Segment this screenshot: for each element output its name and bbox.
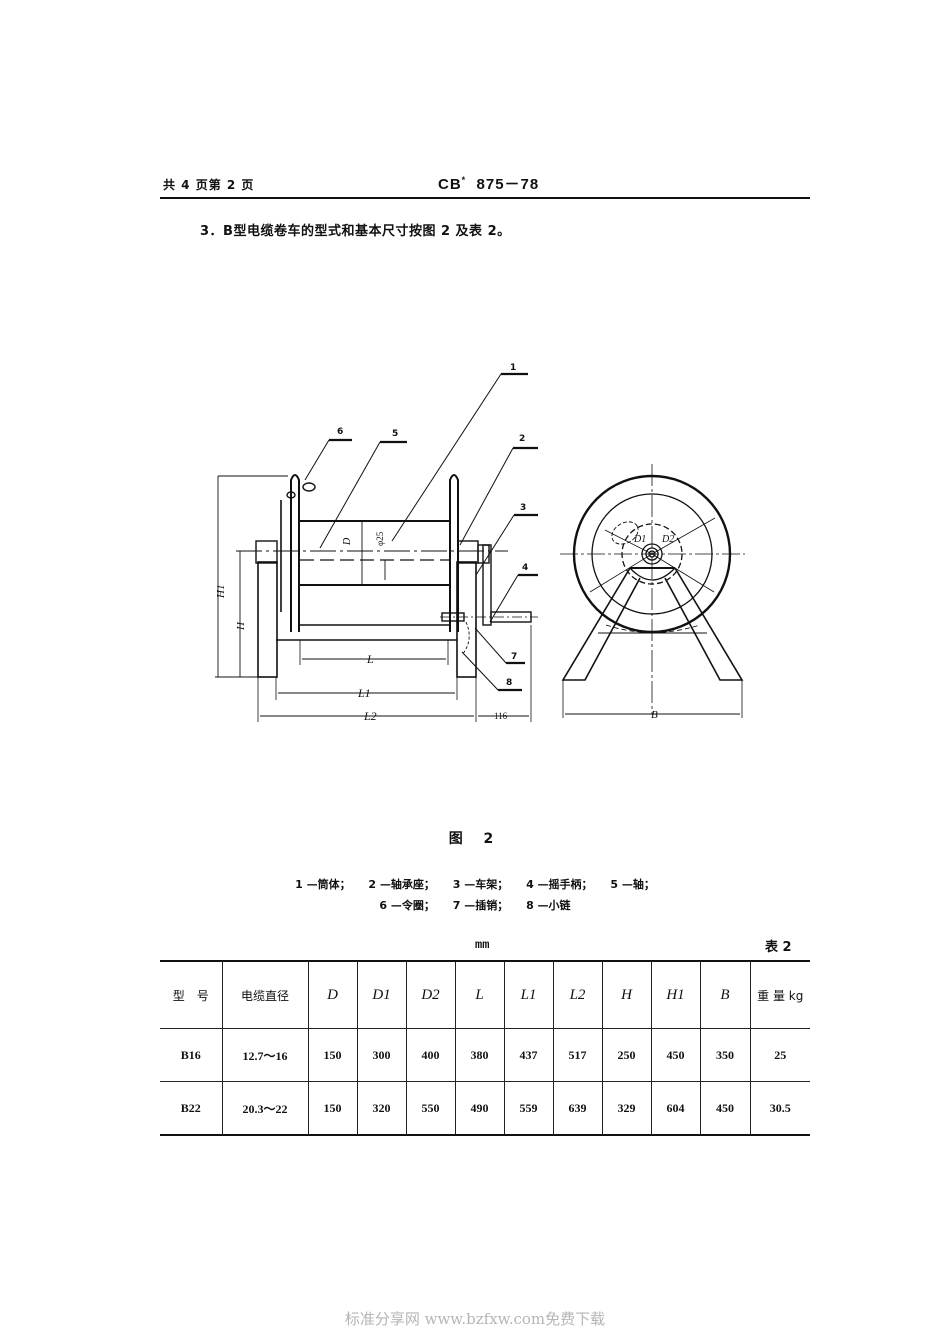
callout-8: 8 [506,678,512,688]
cell-L1: 437 [503,1028,554,1082]
figure-legend-row-1: 1 —筒体； 2 —轴承座； 3 —车架； 4 —摇手柄； 5 —轴； [0,876,950,892]
cell-L: 380 [454,1028,505,1082]
cell-D2: 400 [405,1028,456,1082]
cell-L2: 639 [552,1081,603,1135]
page-info: 共 4 页第 2 页 [163,178,255,192]
cell-D2: 550 [405,1081,456,1135]
cell-H1: 604 [650,1081,701,1135]
cell-cable-diameter: 12.7～16 [221,1028,309,1082]
col-B: B [699,961,751,1029]
cell-L2: 517 [552,1028,603,1082]
table-label: 表 2 [765,940,792,955]
col-D: D [307,961,358,1029]
legend-item: 4 —摇手柄； [526,878,593,891]
cell-cable-diameter: 20.3～22 [221,1081,309,1135]
cell-model: B16 [160,1028,223,1082]
cell-B: 450 [699,1081,751,1135]
callout-7: 7 [511,652,517,662]
side-view: D φ25 H1 H L L1 L2 116 [215,474,538,723]
dim-phi25: φ25 [375,531,385,546]
header-divider [160,197,810,199]
callout-6: 6 [337,427,343,437]
col-L: L [454,961,505,1029]
col-L1: L1 [503,961,554,1029]
standard-number: 875－78 [476,176,540,193]
dim-D: D [342,537,353,546]
cell-L: 490 [454,1081,505,1135]
col-weight: 重 量 kg [749,961,810,1029]
table-row: B22 20.3～22 150 320 550 490 559 639 329 … [160,1081,810,1135]
legend-item: 5 —轴； [610,878,655,891]
legend-item: 3 —车架； [452,878,509,891]
cell-model: B22 [160,1081,223,1135]
col-L2: L2 [552,961,603,1029]
dim-D2: D2 [661,534,674,545]
section-paragraph: 3．B型电缆卷车的型式和基本尺寸按图 2 及表 2。 [200,224,511,239]
table-row: B16 12.7～16 150 300 400 380 437 517 250 … [160,1028,810,1082]
footer-watermark: 标准分享网 www.bzfxw.com免费下载 [344,1310,606,1328]
cell-weight: 25 [749,1028,810,1082]
dimension-table: 型 号 电缆直径 D D1 D2 L L1 L2 H H1 B 重 量 kg B… [160,960,810,1136]
dim-116: 116 [494,711,508,721]
callout-1: 1 [510,363,516,373]
figure-legend-row-2: 6 —令圈； 7 —插销； 8 —小链 [0,897,950,913]
col-H1: H1 [650,961,701,1029]
legend-item: 1 —筒体； [295,878,351,891]
dim-B: B [651,709,658,721]
callout-3: 3 [520,503,526,513]
col-H: H [601,961,652,1029]
callout-2: 2 [519,434,525,444]
col-cable-diameter: 电缆直径 [221,961,309,1029]
front-view: D1 D2 B [560,464,745,721]
cable-reel-drawing: D φ25 H1 H L L1 L2 116 [215,363,745,723]
cell-B: 350 [699,1028,751,1082]
figure-caption: 图 2 [448,831,502,847]
cell-D: 150 [307,1028,358,1082]
cell-L1: 559 [503,1081,554,1135]
dim-L1: L1 [357,686,371,700]
legend-item: 6 —令圈； [379,899,435,912]
cell-H: 329 [601,1081,652,1135]
cell-H1: 450 [650,1028,701,1082]
col-model: 型 号 [160,961,223,1029]
standard-prefix: CB [438,176,462,193]
cell-D: 150 [307,1081,358,1135]
callout-5: 5 [392,429,398,439]
callouts: 1 2 3 4 5 6 7 8 [304,363,538,692]
standard-mark: * [461,175,467,185]
cell-H: 250 [601,1028,652,1082]
dim-H: H [235,621,247,631]
callout-4: 4 [522,563,528,573]
col-D1: D1 [356,961,407,1029]
cell-weight: 30.5 [749,1081,810,1135]
cell-D1: 320 [356,1081,407,1135]
cell-D1: 300 [356,1028,407,1082]
standard-code: CB* 875－78 [438,173,539,194]
dim-L2: L2 [363,709,377,723]
dim-D1: D1 [633,534,646,545]
legend-item: 7 —插销； [452,899,509,912]
legend-item: 8 —小链 [526,899,571,912]
dim-L: L [366,652,374,666]
col-D2: D2 [405,961,456,1029]
table-unit: mm [475,938,490,952]
dim-H1: H1 [215,585,227,599]
table-header-row: 型 号 电缆直径 D D1 D2 L L1 L2 H H1 B 重 量 kg [160,961,810,1029]
legend-item: 2 —轴承座； [368,878,435,891]
